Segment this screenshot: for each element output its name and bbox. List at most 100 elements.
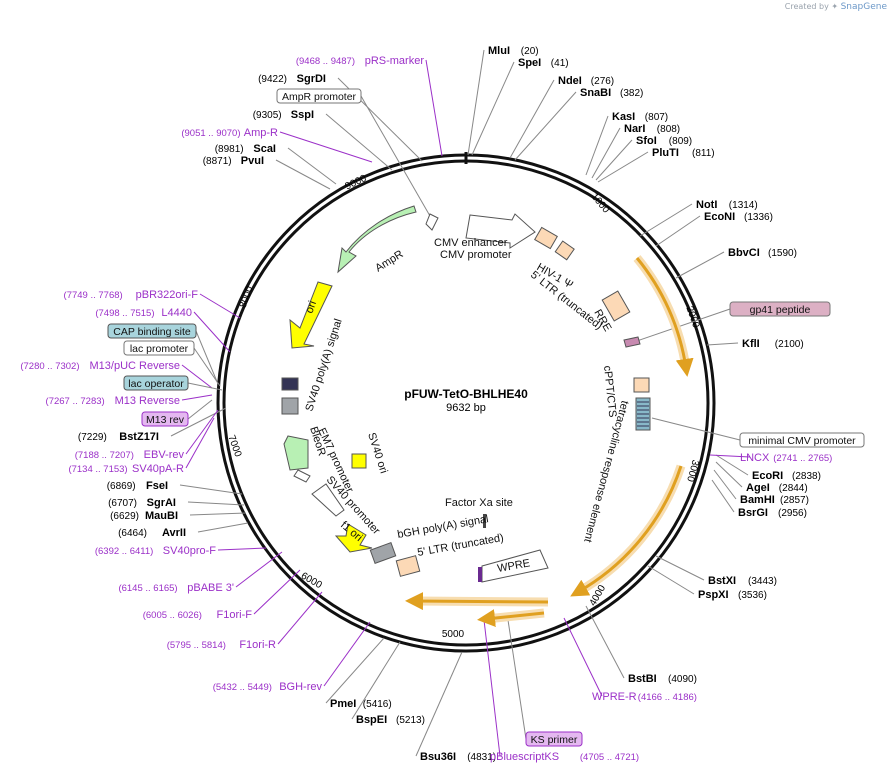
primer-f1ori-f[interactable]: F1ori-F(6005 .. 6026) [143,609,253,621]
site-name: Bsu36I [420,751,456,763]
primer-pbabe-3-[interactable]: pBABE 3'(6145 .. 6165) [118,582,234,594]
boxed-gp41[interactable]: gp41 peptide [729,301,831,317]
boxed-lac-promoter[interactable]: lac promoter [123,340,195,356]
site-scai[interactable]: ScaI(8981) [215,143,276,155]
tick-label-2000: 2000 [683,305,701,330]
site-name: AvrII [162,527,186,539]
site-name: BstBI [628,673,657,685]
site-bstxi[interactable]: BstXI(3443) [708,575,777,587]
boxed-lac-operator[interactable]: lac operator [123,375,189,391]
site-ecori[interactable]: EcoRI (2838) [752,470,821,482]
lac-box [281,377,299,391]
site-name: EcoNI [704,211,735,223]
site-snabi[interactable]: SnaBI(382) [580,87,643,99]
primer-ebv-rev[interactable]: EBV-rev(7188 .. 7207) [75,449,185,461]
site-agei[interactable]: AgeI(2844) [746,482,808,494]
primer-prs-marker[interactable]: pRS-marker(9468 .. 9487) [296,55,424,67]
primer-range: (6005 .. 6026) [143,610,202,621]
primer-l4440[interactable]: L4440 (7498 .. 7515) [95,307,192,319]
site-sgrdi[interactable]: SgrDI(9422) [258,73,326,85]
site-leader [711,479,735,513]
primer-pbluescriptks[interactable]: pBluescriptKS(4705 .. 4721) [490,751,639,763]
primer-f1ori-r[interactable]: F1ori-R(5795 .. 5814) [167,639,276,651]
site-sgrai[interactable]: SgrAI(6707) [108,497,176,509]
snapgene-logo: ✦ [831,2,839,11]
site-name: AgeI [746,482,770,494]
site-bbvci[interactable]: BbvCI(1590) [728,247,797,259]
rre-box [601,290,631,322]
site-nari[interactable]: NarI(808) [624,123,680,135]
primer-range: (7280 .. 7302) [20,361,79,372]
ori-arrow [289,281,333,349]
primer-lncx[interactable]: LNCX(2741 .. 2765) [740,452,832,464]
site-pspxi[interactable]: PspXI(3536) [698,589,767,601]
site-leader [597,151,649,183]
site-pvui[interactable]: PvuI(8871) [203,155,264,167]
site-name: EcoRI [752,470,783,482]
site-kasi[interactable]: KasI(807) [612,111,668,123]
site-leader [715,454,749,476]
site-leader [655,215,701,247]
primer-name: LNCX [740,452,770,464]
site-leader [639,203,693,237]
f1ori-arrow [334,523,373,553]
primer-leader [181,394,213,401]
site-bstbi[interactable]: BstBI(4090) [628,673,697,685]
site-position: (807) [645,112,668,123]
primer-range: (9468 .. 9487) [296,56,355,67]
primer-leader [425,59,443,157]
boxed-ampr-promoter[interactable]: AmpR promoter [276,88,362,104]
site-kfli[interactable]: KflI(2100) [742,338,804,350]
boxed-cap[interactable]: CAP binding site [107,323,197,339]
site-name: BamHI [740,494,775,506]
primer-sv40pro-f[interactable]: SV40pro-F(6392 .. 6411) [95,545,216,557]
site-bspei[interactable]: BspEI(5213) [356,714,425,726]
site-sspi[interactable]: SspI(9305) [253,109,314,121]
primer-range: (9051 .. 9070) [181,128,240,139]
leader-lines [170,49,751,757]
primer-m13-reverse[interactable]: M13 Reverse(7267 .. 7283) [46,395,180,407]
boxed-min-cmv[interactable]: minimal CMV promoter [739,432,865,448]
primer-range: (7498 .. 7515) [95,308,154,319]
primer-name: BGH-rev [279,681,322,693]
label-factor-xa: Factor Xa site [445,497,513,509]
site-noti[interactable]: NotI(1314) [696,199,758,211]
site-position: (3536) [738,590,767,601]
boxed-m13-rev[interactable]: M13 rev [141,411,189,427]
site-ndei[interactable]: NdeI(276) [558,75,614,87]
site-bamhi[interactable]: BamHI(2857) [740,494,809,506]
site-position: (811) [692,148,715,159]
site-position: (6869) [107,481,136,492]
site-fsei[interactable]: FseI(6869) [107,480,168,492]
site-pluti[interactable]: PluTI(811) [652,147,715,159]
site-sfoi[interactable]: SfoI(809) [636,135,692,147]
site-maubi[interactable]: MauBI(6629) [110,510,178,522]
box-leader [187,382,223,391]
site-leader [655,555,705,581]
primer-amp-r[interactable]: Amp-R(9051 .. 9070) [181,127,278,139]
site-avrii[interactable]: AvrII(6464) [118,527,186,539]
site-position: (2100) [775,339,804,350]
boxed-ks-primer[interactable]: KS primer [525,731,583,747]
tick-label-8000: 8000 [238,284,256,309]
site-pmei[interactable]: PmeI(5416) [330,698,392,710]
box-leader [187,399,213,420]
primer-wpre-r[interactable]: WPRE-R(4166 .. 4186) [592,691,697,703]
site-leader [675,251,725,279]
wpre-marker [478,567,482,582]
site-bsu36i[interactable]: Bsu36I(4831) [420,751,496,763]
primer-sv40pa-r[interactable]: SV40pA-R(7134 .. 7153) [68,463,184,475]
site-leader [585,605,625,679]
primer-pbr322ori-f[interactable]: pBR322ori-F(7749 .. 7768) [64,289,199,301]
site-bstz17i[interactable]: BstZ17I(7229) [78,431,159,443]
primer-name: L4440 [161,307,192,319]
primer-bgh-rev[interactable]: BGH-rev(5432 .. 5449) [213,681,323,693]
site-bsrgi[interactable]: BsrGI(2956) [738,507,807,519]
site-mlui[interactable]: MluI(20) [488,45,539,57]
site-spei[interactable]: SpeI(41) [518,57,569,69]
site-econi[interactable]: EcoNI(1336) [704,211,773,223]
site-position: (2838) [792,471,821,482]
primer-m13-puc-reverse[interactable]: M13/pUC Reverse(7280 .. 7302) [20,360,180,372]
site-leader [287,147,337,185]
